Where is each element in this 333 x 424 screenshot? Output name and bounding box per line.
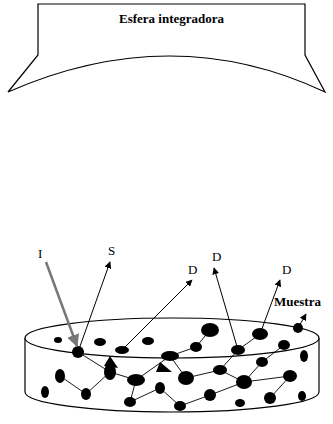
reflected-rays [78,262,306,352]
ray-label: S [108,244,115,257]
incident-ray [46,262,77,346]
sample-container [25,318,319,412]
sphere-outline [8,4,325,92]
scattering-paths [60,330,290,406]
particles [41,323,308,411]
ray-label: D [188,263,197,276]
sphere-label: Esfera integradora [119,11,224,27]
ray-label: D [212,250,221,263]
ray-label: D [282,263,291,276]
sphere-box: Esfera integradora [38,4,305,34]
sample-label: Muestra [274,295,321,308]
ray-label: I [38,247,42,260]
